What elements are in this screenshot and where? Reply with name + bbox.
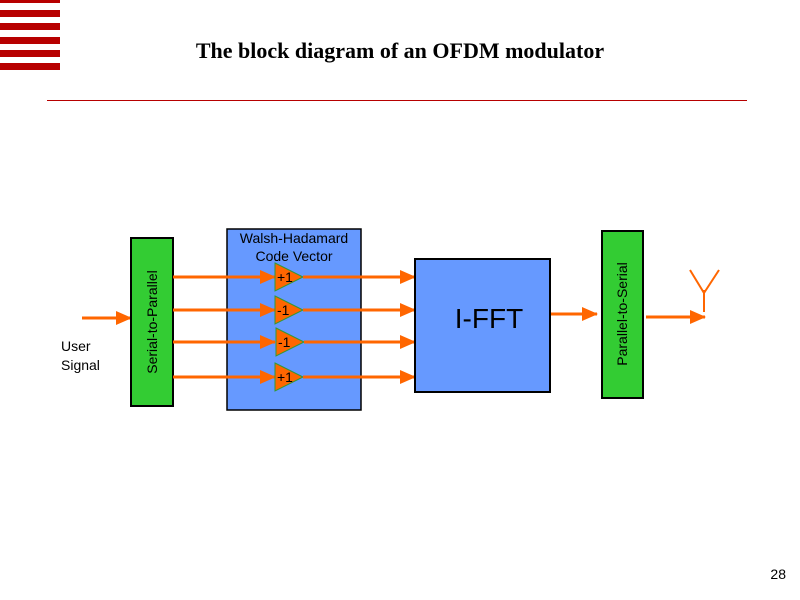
stripe [0,37,60,44]
code-value: +1 [277,369,293,385]
stripe [0,10,60,17]
user-signal-label-2: Signal [61,357,100,373]
code-value: -1 [277,302,290,318]
stripe [0,23,60,30]
code-value: +1 [277,269,293,285]
stripe [0,63,60,70]
page-number: 28 [770,566,786,582]
walsh-label-1: Walsh-Hadamard [240,230,348,246]
code-value: -1 [278,334,291,350]
serial-to-parallel-block [130,237,174,407]
stripe [0,0,60,3]
user-signal-label-1: User [61,338,91,354]
multiplier-4: +1 [274,362,305,392]
walsh-label-2: Code Vector [255,248,332,264]
slide-title: The block diagram of an OFDM modulator [195,38,605,63]
multiplier-3: -1 [275,327,306,357]
ifft-block [414,258,551,393]
multiplier-1: +1 [274,262,305,292]
ifft-label: I-FFT [455,303,523,334]
stripe [0,50,60,57]
parallel-to-serial-label: Parallel-to-Serial [614,262,630,365]
antenna-icon [689,269,720,312]
parallel-to-serial-block [601,230,644,399]
multiplier-2: -1 [274,295,305,325]
serial-to-parallel-label: Serial-to-Parallel [144,270,160,373]
title-divider [47,100,747,101]
